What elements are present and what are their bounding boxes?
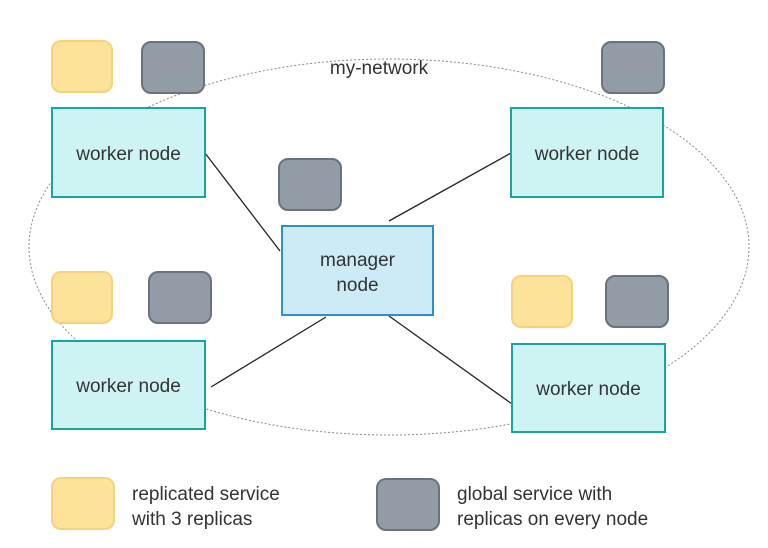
global-service-tile [605,275,669,328]
link-manager-bottom-left [210,316,327,388]
legend-global-line1: global service with [457,484,612,505]
worker-node-bottom-left: worker node [51,340,206,430]
worker-node-label: worker node [75,144,181,165]
global-service-tile [601,41,665,94]
manager-node-label-line2: node [336,275,378,296]
link-manager-top-right [388,152,512,222]
link-manager-bottom-right [388,315,513,405]
worker-node-box [511,343,666,433]
manager-node-box [281,225,434,316]
worker-node-label: worker node [535,379,641,400]
legend-replicated-line1: replicated service [132,484,280,505]
worker-node-top-right: worker node [510,107,664,198]
replicated-service-tile [511,275,573,328]
network-boundary [28,58,750,436]
worker-node-box [51,340,206,430]
replicated-service-tile [51,271,113,324]
legend-replicated-swatch [51,477,115,530]
link-manager-top-left [204,152,281,252]
worker-node-box [51,107,206,198]
legend-global-line2: replicas on every node [457,509,648,530]
global-service-tile [148,271,212,324]
worker-node-label: worker node [75,376,181,397]
manager-node-label-line1: manager [320,250,396,271]
worker-node-box [510,107,664,198]
worker-node-top-left: worker node [51,107,206,198]
worker-node-bottom-right: worker node [511,343,666,433]
legend-replicated-line2: with 3 replicas [131,509,252,530]
network-label: my-network [330,58,429,79]
manager-node: manager node [281,225,434,316]
replicated-service-tile [51,40,113,93]
worker-node-label: worker node [534,144,640,165]
legend: replicated service with 3 replicas globa… [51,477,648,531]
global-service-tile [278,158,342,211]
legend-global-swatch [376,478,440,531]
global-service-tile [141,41,205,94]
